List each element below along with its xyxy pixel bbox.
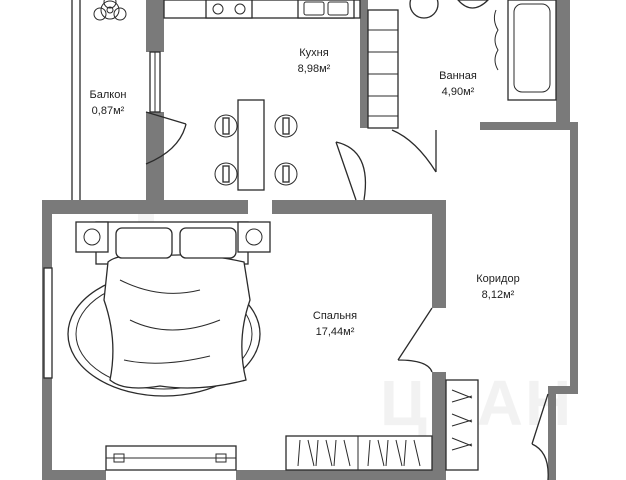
- bedroom-name: Спальня: [313, 310, 357, 322]
- wall-kitchen-left-mid: [146, 112, 164, 164]
- bed-blanket: [103, 254, 251, 389]
- pillow: [179, 227, 237, 259]
- pillow: [115, 227, 173, 259]
- balcony: [71, 0, 187, 200]
- wall-entrance-right: [548, 394, 556, 480]
- wall-bottom-left: [42, 470, 106, 480]
- bathroom: [391, 0, 557, 173]
- washbasin-icon: [457, 0, 489, 9]
- wall-bedroom-top: [42, 200, 164, 214]
- balcony-door: [145, 111, 187, 165]
- chair-icon: [214, 114, 238, 138]
- balcony-name: Балкон: [90, 89, 127, 101]
- wall-bedroom-corridor: [432, 200, 446, 308]
- corridor-wardrobe-icon: [445, 379, 479, 471]
- dining-table: [237, 99, 265, 191]
- nightstand-icon: [75, 221, 109, 253]
- wall-corridor-right: [570, 238, 578, 386]
- walls: [42, 0, 578, 480]
- wall-bath-bottom: [480, 122, 570, 130]
- bedroom: [43, 221, 433, 471]
- wall-bath-kitchen-low: [350, 200, 436, 208]
- wall-bottom-right: [236, 470, 446, 480]
- chair-icon: [274, 162, 298, 186]
- wall-bedroom-corridor-low: [432, 372, 446, 480]
- plant-icon: [93, 0, 127, 21]
- corridor-area: 8,12м²: [482, 289, 515, 301]
- wall-corridor-right-top: [570, 122, 578, 240]
- wall-kitchen-bottom-left: [164, 200, 248, 214]
- sink-icon: [297, 0, 355, 19]
- kitchen: [163, 0, 399, 201]
- chair-icon: [274, 114, 298, 138]
- bedroom-door: [397, 307, 433, 373]
- bed-icon: [67, 221, 271, 397]
- bathtub-icon: [493, 0, 557, 101]
- bathroom-name: Ванная: [439, 70, 477, 82]
- corridor: [445, 379, 549, 480]
- wall-kitchen-left-low: [146, 164, 164, 200]
- kitchen-name: Кухня: [299, 47, 328, 59]
- room-labels: Кухня 8,98м² Балкон 0,87м² Ванная 4,90м²…: [90, 47, 520, 338]
- wall-corridor-bottom-right: [548, 386, 578, 394]
- kitchen-area: 8,98м²: [298, 63, 331, 75]
- entrance-door: [531, 393, 549, 480]
- bathroom-area: 4,90м²: [442, 86, 475, 98]
- corridor-name: Коридор: [476, 273, 519, 285]
- ventilation-shaft: [367, 9, 399, 129]
- radiator-icon: [113, 453, 227, 463]
- wall-bath-right: [556, 0, 570, 122]
- toilet-icon: [409, 0, 439, 19]
- stove-icon: [205, 0, 253, 19]
- wall-kitchen-left-top: [146, 0, 164, 52]
- chair-icon: [214, 162, 238, 186]
- kitchen-door: [335, 141, 367, 201]
- wardrobe-icon: [285, 435, 433, 471]
- bedroom-window-left: [43, 267, 53, 379]
- balcony-area: 0,87м²: [92, 105, 125, 117]
- bathroom-door: [391, 129, 437, 173]
- nightstand-icon: [237, 221, 271, 253]
- bedroom-area: 17,44м²: [316, 326, 355, 338]
- wall-kitchen-bath: [360, 0, 368, 128]
